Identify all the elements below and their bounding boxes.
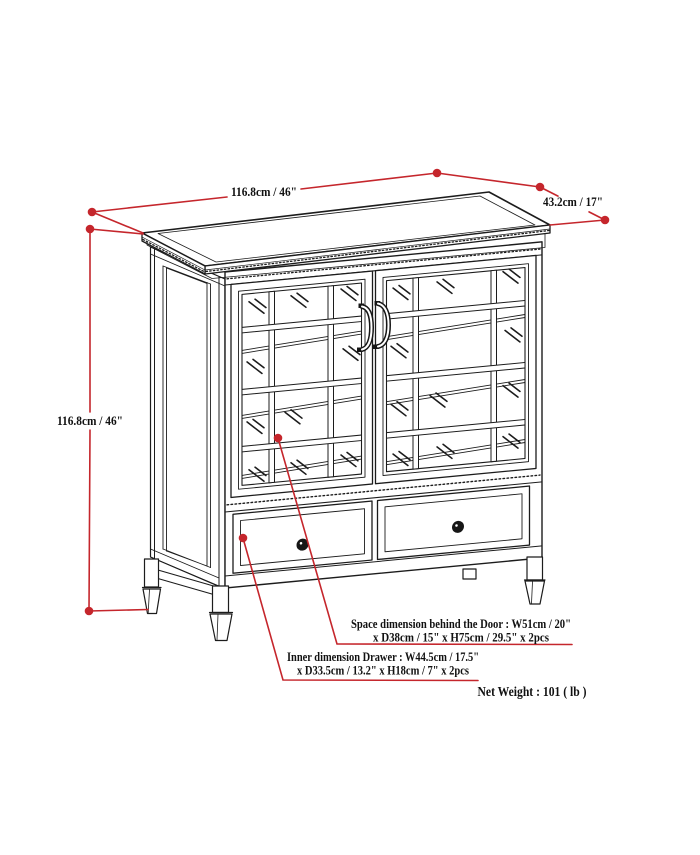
diagram-labels: 116.8cm / 46" 43.2cm / 17" 116.8cm / 46"… [57,184,603,699]
right-door-mullion-grid [386,269,526,470]
left-drawer [232,500,373,574]
front-left-leg [208,585,234,642]
top-bead-molding [226,248,541,280]
left-glass-door [230,270,374,499]
dimension-endpoint-dot [535,182,545,192]
right-glass-door [374,254,537,485]
drawer-anchor-dot [238,533,248,543]
door-handles [357,301,391,352]
net-weight-label: Net Weight : 101 ( lb ) [478,684,587,699]
back-left-leg [141,558,162,615]
cabinet-front-face [224,241,543,589]
dimension-endpoint-dot [84,606,94,616]
dimension-endpoint-dots [84,168,610,616]
interior-shelves [241,330,362,479]
bead-rail [224,474,543,513]
glass-glare-marks [246,285,361,483]
dimension-endpoint-dot [432,168,442,178]
width-dimension-label: 116.8cm / 46" [231,184,297,199]
drawer-knob [452,520,464,533]
drawer-annotation-line2: x D33.5cm / 13.2" x H18cm / 7" x 2pcs [297,664,469,678]
left-door-mullion-grid [241,285,362,484]
front-right-leg [523,556,546,605]
cabinet-top-slab [141,191,551,279]
dimension-endpoint-dot [85,224,95,234]
dimension-lines [84,168,610,682]
left-side-panel [149,246,226,590]
width-dimension-line [91,172,541,234]
left-door-handle [357,303,374,352]
door-space-anchor-dot [273,433,283,443]
glass-glare-marks [390,268,523,467]
cabinet-legs [141,556,546,642]
drawer-knob [296,538,309,551]
door-space-leader-line [277,437,573,646]
depth-dimension-label: 43.2cm / 17" [543,194,603,209]
interior-shelves [386,314,526,466]
dimension-endpoint-dot [87,207,97,217]
door-space-annotation-line2: x D38cm / 15" x H75cm / 29.5" x 2pcs [373,631,549,645]
drawer-leader-line [242,537,479,682]
drawer-annotation-line1: Inner dimension Drawer : W44.5cm / 17.5" [287,650,479,664]
right-door-handle [373,301,391,349]
right-drawer [376,485,531,561]
height-dimension-line [88,228,149,612]
back-right-leg [462,568,477,580]
front-bottom-rail [224,545,543,577]
height-dimension-label: 116.8cm / 46" [57,413,123,428]
door-space-annotation-line1: Space dimension behind the Door : W51cm … [351,617,571,631]
dimension-endpoint-dot [600,215,610,225]
cabinet-line-art [141,191,551,642]
